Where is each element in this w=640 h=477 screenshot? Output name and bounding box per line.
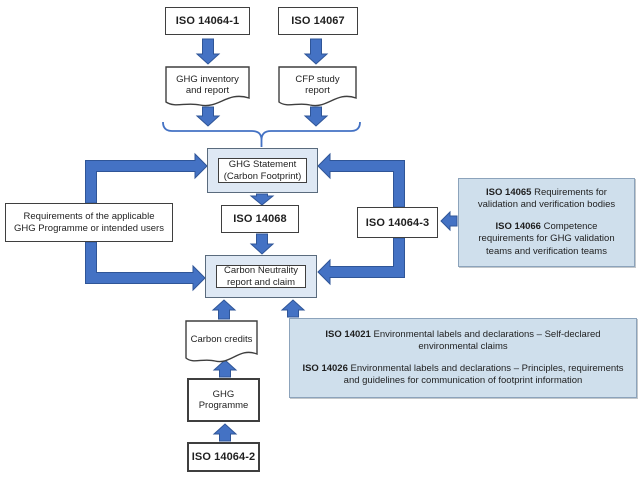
arrow-down-icon bbox=[303, 38, 329, 65]
document-label: GHG inventory and report bbox=[176, 73, 239, 96]
node-iso-14064-1: ISO 14064-1 bbox=[165, 7, 250, 35]
arrow-down-icon bbox=[249, 193, 275, 206]
node-label: GHG Programme bbox=[198, 388, 249, 411]
infobox-item-iso-14026: ISO 14026 Environmental labels and decla… bbox=[300, 363, 626, 388]
arrow-up-icon bbox=[212, 423, 238, 442]
arrow-up-icon bbox=[212, 359, 238, 378]
document-label: Carbon credits bbox=[190, 334, 253, 346]
node-ghg-statement: GHG Statement (Carbon Footprint) bbox=[207, 148, 318, 193]
node-label: ISO 14068 bbox=[233, 213, 287, 225]
node-ghg-inventory-report: GHG inventory and report bbox=[165, 66, 250, 110]
node-label: ISO 14064-2 bbox=[191, 451, 256, 463]
elbow-arrow-iso14064-3-to-ghg-statement bbox=[317, 152, 405, 208]
node-iso-14064-3: ISO 14064-3 bbox=[357, 207, 438, 238]
infobox-item-iso-14021: ISO 14021 Environmental labels and decla… bbox=[300, 329, 626, 354]
node-carbon-neutrality: Carbon Neutrality report and claim bbox=[205, 255, 317, 298]
node-carbon-neutrality-inner: Carbon Neutrality report and claim bbox=[216, 265, 306, 288]
arrow-down-icon bbox=[195, 106, 221, 127]
iso-code: ISO 14066 bbox=[495, 220, 541, 232]
iso-code: ISO 14065 bbox=[486, 187, 532, 199]
document-icon bbox=[165, 66, 250, 107]
node-label-line2: report and claim bbox=[226, 276, 296, 288]
node-iso-14067: ISO 14067 bbox=[278, 7, 358, 35]
node-ghg-programme: GHG Programme bbox=[187, 378, 260, 422]
elbow-arrow-iso14064-3-to-carbon-neutrality bbox=[317, 237, 405, 286]
document-label: CFP study report bbox=[295, 73, 340, 96]
node-cfp-study-report: CFP study report bbox=[278, 66, 357, 110]
iso-code: ISO 14021 bbox=[325, 328, 371, 340]
node-iso-14064-2: ISO 14064-2 bbox=[187, 442, 260, 472]
iso-code: ISO 14026 bbox=[302, 362, 348, 374]
arrow-down-icon bbox=[195, 38, 221, 65]
node-label: Requirements of the applicable GHG Progr… bbox=[14, 211, 164, 234]
node-label: ISO 14064-1 bbox=[175, 15, 240, 27]
iso-text: Environmental labels and declarations – … bbox=[343, 362, 624, 386]
arrow-up-icon bbox=[211, 299, 237, 320]
iso-text: Environmental labels and declarations – … bbox=[370, 328, 601, 353]
node-label-line2: (Carbon Footprint) bbox=[223, 170, 302, 182]
node-label: ISO 14064-3 bbox=[365, 216, 430, 229]
node-carbon-credits: Carbon credits bbox=[185, 320, 258, 366]
iso-text: Competence requirements for GHG validati… bbox=[478, 220, 615, 257]
infobox-item-iso-14065: ISO 14065 Requirements for validation an… bbox=[467, 187, 626, 212]
elbow-arrow-requirements-to-carbon-neutrality bbox=[85, 241, 206, 292]
brace-icon bbox=[162, 121, 361, 147]
document-icon bbox=[185, 320, 258, 363]
infobox-item-iso-14066: ISO 14066 Competence requirements for GH… bbox=[467, 221, 626, 258]
arrow-up-icon bbox=[280, 299, 306, 318]
node-ghg-statement-inner: GHG Statement (Carbon Footprint) bbox=[218, 158, 307, 183]
arrow-down-icon bbox=[303, 106, 329, 127]
infobox-validation-verification: ISO 14065 Requirements for validation an… bbox=[458, 178, 635, 267]
arrow-left-icon bbox=[440, 210, 458, 232]
arrow-down-icon bbox=[249, 233, 275, 255]
infobox-environmental-labels: ISO 14021 Environmental labels and decla… bbox=[289, 318, 637, 398]
iso-text: Requirements for validation and verifica… bbox=[477, 187, 616, 211]
document-icon bbox=[278, 66, 357, 107]
node-label: ISO 14067 bbox=[291, 15, 345, 27]
node-iso-14068: ISO 14068 bbox=[221, 205, 299, 233]
node-label-line1: GHG Statement bbox=[228, 158, 297, 170]
node-ghg-programme-requirements: Requirements of the applicable GHG Progr… bbox=[5, 203, 173, 242]
elbow-arrow-requirements-to-ghg-statement bbox=[85, 152, 208, 204]
node-label-line1: Carbon Neutrality bbox=[224, 264, 298, 276]
